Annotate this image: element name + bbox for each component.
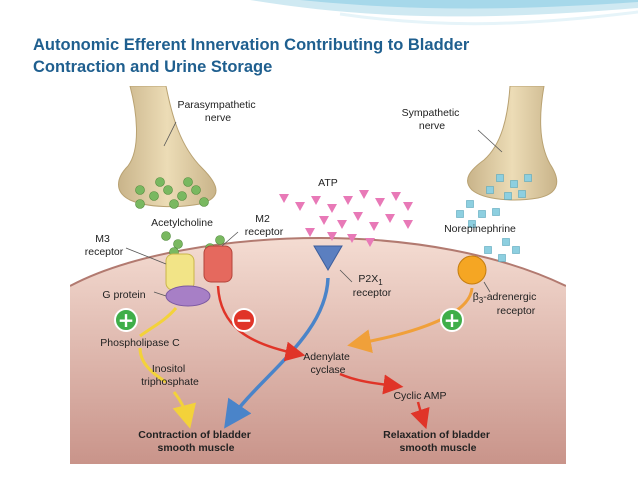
leader-g-protein — [153, 291, 167, 297]
beta3-receptor-label: β3-adrenergic receptor — [473, 291, 540, 317]
arrow-cyclic-amp-to-relaxation — [410, 401, 430, 430]
p2x1-receptor-label: P2X1 receptor — [353, 273, 392, 299]
cell-membrane — [70, 236, 566, 287]
arrow-g-protein-to-plc — [139, 307, 178, 338]
parasympathetic-nerve-terminal — [118, 86, 217, 208]
g-protein-shape — [165, 285, 211, 307]
top-wave-line — [339, 10, 638, 26]
parasympathetic-nerve-label: Parasympathetic nerve — [177, 99, 258, 124]
atp-molecule — [403, 220, 413, 229]
leader-beta3 — [483, 281, 491, 293]
p2x1-receptor-shape — [313, 245, 343, 271]
norepinephrine-vesicle — [518, 190, 526, 198]
norepinephrine-vesicle — [466, 200, 474, 208]
arrow-adenylate-cyclase-to-cyclic-amp — [339, 372, 404, 395]
atp-molecule — [343, 196, 353, 205]
contraction-label: Contraction of bladder smooth muscle — [138, 429, 254, 454]
inositol-triphosphate-label: Inositol triphosphate — [141, 363, 199, 388]
sympathetic-nerve-label: Sympathetic nerve — [402, 107, 463, 132]
norepinephrine-vesicle — [512, 246, 520, 254]
atp-molecule — [353, 212, 363, 221]
atp-molecule — [403, 202, 413, 211]
atp-molecule — [311, 196, 321, 205]
leader-parasympathetic — [163, 121, 177, 147]
slide-title-line-2: Contraction and Urine Storage — [33, 58, 273, 76]
atp-molecule — [327, 204, 337, 213]
leader-m3 — [125, 247, 167, 265]
norepinephrine-vesicle — [484, 246, 492, 254]
norepinephrine-vesicle — [502, 238, 510, 246]
arrow-ip3-to-contraction — [172, 391, 197, 429]
atp-molecule — [305, 228, 315, 237]
plus-sign-parasympathetic: + — [114, 308, 138, 332]
acetylcholine-vesicle — [199, 197, 209, 207]
acetylcholine-vesicle — [135, 185, 145, 195]
cyclic-amp-label: Cyclic AMP — [393, 390, 446, 402]
atp-molecule — [337, 220, 347, 229]
relaxation-label: Relaxation of bladder smooth muscle — [383, 429, 493, 454]
acetylcholine-vesicle — [163, 185, 173, 195]
minus-sign-m2: − — [232, 308, 256, 332]
m2-receptor-shape — [203, 245, 233, 283]
atp-molecule — [375, 198, 385, 207]
m2-receptor-label: M2 receptor — [245, 213, 284, 238]
acetylcholine-vesicle — [183, 177, 193, 187]
arrow-plc-to-ip3 — [138, 347, 167, 384]
beta3-receptor-shape — [457, 255, 487, 285]
norepinephrine-vesicle — [498, 254, 506, 262]
norepinephrine-vesicle — [510, 180, 518, 188]
adenylate-cyclase-label: Adenylate cyclase — [303, 351, 353, 376]
plus-sign-text: + — [118, 308, 135, 332]
atp-molecule — [391, 192, 401, 201]
leader-p2x1 — [339, 269, 353, 283]
atp-molecule — [365, 238, 375, 247]
atp-molecule — [327, 232, 337, 241]
acetylcholine-vesicle — [173, 239, 183, 249]
minus-sign-text: − — [236, 308, 253, 332]
acetylcholine-vesicle — [177, 191, 187, 201]
norepinephrine-vesicle — [456, 210, 464, 218]
top-wave-accent — [300, 0, 638, 9]
acetylcholine-vesicle — [191, 185, 201, 195]
leader-sympathetic — [477, 129, 503, 153]
acetylcholine-vesicle — [149, 191, 159, 201]
atp-molecule — [319, 216, 329, 225]
phospholipase-c-label: Phospholipase C — [100, 337, 180, 349]
slide-title-line-1: Autonomic Efferent Innervation Contribut… — [33, 36, 470, 54]
norepinephrine-vesicle — [492, 208, 500, 216]
arrow-beta3-to-adenylate-cyclase — [347, 287, 474, 354]
atp-molecule — [385, 214, 395, 223]
norepinephrine-vesicle — [504, 192, 512, 200]
norepinephrine-vesicle — [496, 174, 504, 182]
norepinephrine-label: Norepinephrine — [444, 223, 516, 235]
plus-sign-sympathetic: + — [440, 308, 464, 332]
atp-molecule — [369, 222, 379, 231]
acetylcholine-vesicle — [155, 177, 165, 187]
atp-molecule — [279, 194, 289, 203]
innervation-diagram: + − + Parasympathetic nerve Sympathetic … — [70, 86, 566, 464]
acetylcholine-vesicle — [169, 199, 179, 209]
norepinephrine-vesicle — [478, 210, 486, 218]
plus-sign-text: + — [444, 308, 461, 332]
acetylcholine-vesicle — [215, 235, 225, 245]
acetylcholine-vesicles — [135, 177, 225, 261]
norepinephrine-vesicle — [486, 186, 494, 194]
m3-receptor-shape — [165, 253, 195, 291]
acetylcholine-vesicle — [135, 199, 145, 209]
norepinephrine-vesicles — [456, 174, 532, 262]
atp-molecule — [359, 190, 369, 199]
norepinephrine-vesicle — [468, 220, 476, 228]
atp-label: ATP — [318, 177, 338, 189]
g-protein-label: G protein — [102, 289, 145, 301]
atp-molecules — [279, 190, 413, 247]
acetylcholine-vesicle — [161, 231, 171, 241]
m3-receptor-label: M3 receptor — [85, 233, 124, 258]
slide-title: Autonomic Efferent Innervation Contribut… — [33, 34, 593, 78]
acetylcholine-label: Acetylcholine — [151, 217, 213, 229]
norepinephrine-vesicle — [524, 174, 532, 182]
leader-m2 — [221, 231, 239, 247]
atp-molecule — [347, 234, 357, 243]
atp-molecule — [295, 202, 305, 211]
